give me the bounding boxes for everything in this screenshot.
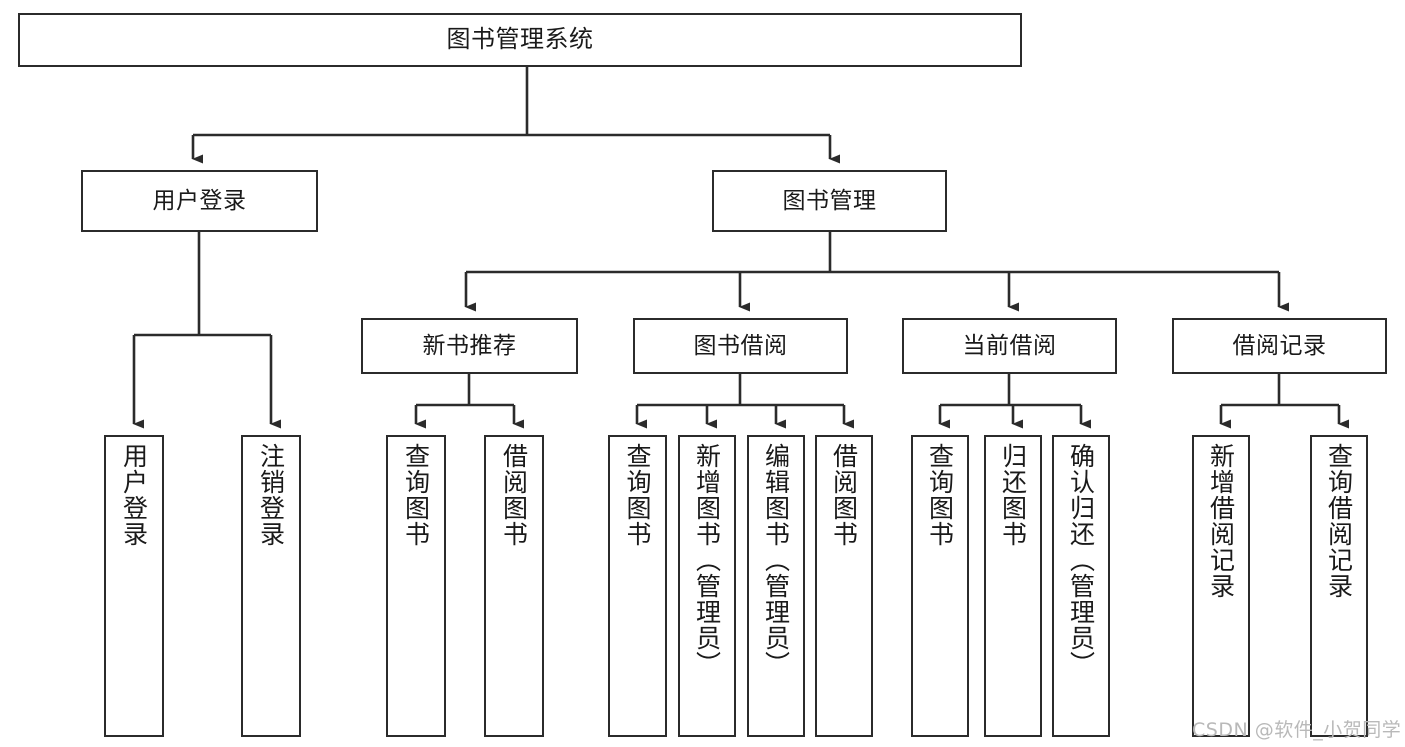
node-leaf-归还图书-9[interactable]: 归还图书 — [984, 435, 1042, 737]
node-label: 查询图书 — [401, 443, 431, 547]
node-label: 注销登录 — [256, 443, 286, 547]
node-leaf-编辑图书管理员-6[interactable]: 编辑图书（管理员） — [747, 435, 805, 737]
node-label: 编辑图书（管理员） — [761, 443, 791, 677]
node-label: 新增借阅记录 — [1206, 443, 1236, 599]
node-label: 借阅图书 — [829, 443, 859, 547]
node-label: 图书管理 — [782, 187, 877, 214]
node-leaf-新增借阅记录-11[interactable]: 新增借阅记录 — [1192, 435, 1250, 737]
node-label: 借阅记录 — [1232, 332, 1327, 359]
node-leaf-查询图书-2[interactable]: 查询图书 — [386, 435, 446, 737]
node-level3-当前借阅-2[interactable]: 当前借阅 — [902, 318, 1117, 374]
node-leaf-确认归还管理员-10[interactable]: 确认归还（管理员） — [1052, 435, 1110, 737]
node-leaf-查询借阅记录-12[interactable]: 查询借阅记录 — [1310, 435, 1368, 737]
node-leaf-用户登录-0[interactable]: 用户登录 — [104, 435, 164, 737]
connector-lines — [132, 67, 1349, 429]
node-leaf-新增图书管理员-5[interactable]: 新增图书（管理员） — [678, 435, 736, 737]
node-root-图书管理系统[interactable]: 图书管理系统 — [18, 13, 1022, 67]
node-label: 用户登录 — [119, 443, 149, 547]
node-label: 新书推荐 — [422, 332, 517, 359]
node-label: 用户登录 — [152, 187, 247, 214]
node-label: 查询图书 — [925, 443, 955, 547]
node-leaf-借阅图书-7[interactable]: 借阅图书 — [815, 435, 873, 737]
node-label: 图书借阅 — [693, 332, 788, 359]
node-level3-借阅记录-3[interactable]: 借阅记录 — [1172, 318, 1387, 374]
node-label: 图书管理系统 — [446, 25, 594, 54]
node-level2-用户登录-0[interactable]: 用户登录 — [81, 170, 318, 232]
node-leaf-借阅图书-3[interactable]: 借阅图书 — [484, 435, 544, 737]
node-label: 新增图书（管理员） — [692, 443, 722, 677]
node-level3-图书借阅-1[interactable]: 图书借阅 — [633, 318, 848, 374]
node-level3-新书推荐-0[interactable]: 新书推荐 — [361, 318, 578, 374]
node-leaf-查询图书-8[interactable]: 查询图书 — [911, 435, 969, 737]
node-leaf-注销登录-1[interactable]: 注销登录 — [241, 435, 301, 737]
node-label: 借阅图书 — [499, 443, 529, 547]
node-label: 查询借阅记录 — [1324, 443, 1354, 599]
node-label: 确认归还（管理员） — [1066, 443, 1096, 677]
node-label: 查询图书 — [623, 443, 652, 547]
node-leaf-查询图书-4[interactable]: 查询图书 — [608, 435, 667, 737]
node-level2-图书管理-1[interactable]: 图书管理 — [712, 170, 947, 232]
node-label: 归还图书 — [998, 443, 1028, 547]
node-label: 当前借阅 — [962, 332, 1057, 359]
